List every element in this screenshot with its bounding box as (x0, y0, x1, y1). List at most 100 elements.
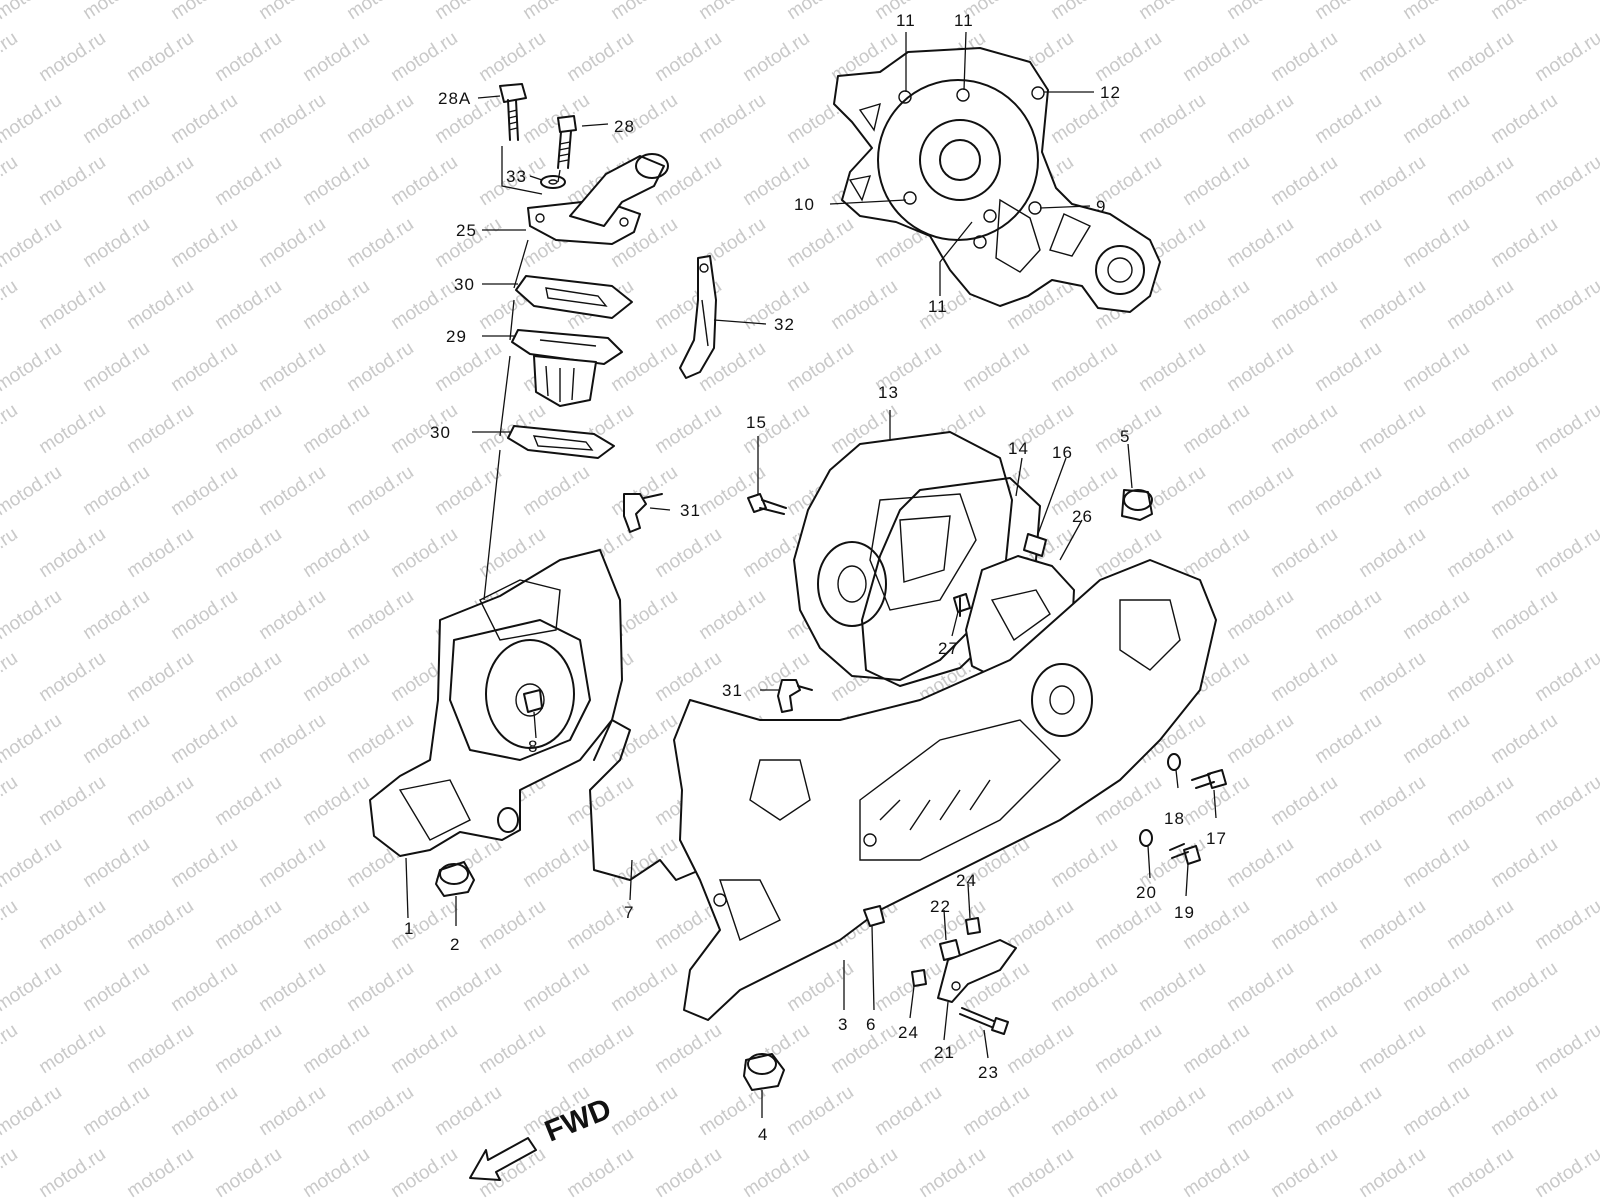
watermark-text: motod.ru (827, 276, 901, 334)
dowel-16 (1023, 533, 1047, 557)
watermark-text: motod.ru (1399, 90, 1473, 148)
watermark-text: motod.ru (1135, 338, 1209, 396)
watermark-text: motod.ru (35, 152, 109, 210)
watermark-text: motod.ru (299, 28, 373, 86)
screw-27 (953, 593, 971, 617)
watermark-text: motod.ru (519, 958, 593, 1016)
watermark-text: motod.ru (1487, 214, 1561, 272)
watermark-text: motod.ru (739, 28, 813, 86)
watermark-text: motod.ru (1487, 90, 1561, 148)
bolt-23 (959, 1007, 1009, 1035)
watermark-text: motod.ru (1223, 1082, 1297, 1140)
watermark-text: motod.ru (35, 400, 109, 458)
watermark-text: motod.ru (211, 524, 285, 582)
watermark-text: motod.ru (1311, 0, 1385, 24)
watermark-text: motod.ru (0, 338, 66, 396)
watermark-text: motod.ru (35, 524, 109, 582)
watermark-text: motod.ru (79, 0, 153, 24)
watermark-text: motod.ru (475, 1020, 549, 1078)
watermark-text: motod.ru (167, 834, 241, 892)
watermark-text: motod.ru (299, 772, 373, 830)
watermark-text: motod.ru (0, 28, 22, 86)
callout-30-lower: 30 (430, 423, 451, 442)
watermark-text: motod.ru (783, 1082, 857, 1140)
watermark-text: motod.ru (1047, 1082, 1121, 1140)
watermark-text: motod.ru (79, 834, 153, 892)
watermark-text: motod.ru (1443, 28, 1517, 86)
bushing-5 (1121, 489, 1153, 521)
callout-5: 5 (1120, 427, 1130, 446)
watermark-text: motod.ru (1311, 958, 1385, 1016)
watermark-text: motod.ru (123, 1020, 197, 1078)
watermark-text: motod.ru (827, 1144, 901, 1200)
watermark-text: motod.ru (343, 586, 417, 644)
watermark-text: motod.ru (959, 338, 1033, 396)
callout-4: 4 (758, 1125, 768, 1144)
watermark-text: motod.ru (1267, 1144, 1341, 1200)
callout-11-center: 11 (954, 11, 974, 30)
watermark-text: motod.ru (299, 648, 373, 706)
watermark-text: motod.ru (607, 462, 681, 520)
watermark-text: motod.ru (607, 0, 681, 24)
watermark-text: motod.ru (1399, 462, 1473, 520)
callout-17: 17 (1206, 829, 1227, 848)
watermark-text: motod.ru (1399, 214, 1473, 272)
watermark-text: motod.ru (1487, 1082, 1561, 1140)
watermark-text: motod.ru (695, 0, 769, 24)
watermark-text: motod.ru (255, 958, 329, 1016)
watermark-text: motod.ru (871, 958, 945, 1016)
watermark-text: motod.ru (387, 1144, 461, 1200)
watermark-text: motod.ru (123, 524, 197, 582)
watermark-text: motod.ru (0, 586, 66, 644)
callout-10: 10 (794, 195, 815, 214)
watermark-text: motod.ru (1531, 524, 1600, 582)
watermark-text: motod.ru (343, 462, 417, 520)
watermark-text: motod.ru (79, 710, 153, 768)
watermark-text: motod.ru (1135, 1082, 1209, 1140)
callout-18: 18 (1164, 809, 1185, 828)
bolt-28 (557, 115, 577, 169)
watermark-text: motod.ru (475, 896, 549, 954)
callout-20: 20 (1136, 883, 1157, 902)
watermark-text: motod.ru (651, 648, 725, 706)
watermark-text: motod.ru (167, 958, 241, 1016)
watermark-text: motod.ru (1311, 1082, 1385, 1140)
watermark-text: motod.ru (35, 772, 109, 830)
watermark-text: motod.ru (1223, 90, 1297, 148)
watermark-text: motod.ru (739, 1144, 813, 1200)
watermark-text: motod.ru (343, 0, 417, 24)
watermark-text: motod.ru (1443, 772, 1517, 830)
watermark-text: motod.ru (1223, 462, 1297, 520)
watermark-text: motod.ru (1091, 1020, 1165, 1078)
gasket-30-upper (515, 275, 633, 319)
watermark-text: motod.ru (211, 400, 285, 458)
watermark-text: motod.ru (1311, 90, 1385, 148)
watermark-text: motod.ru (1267, 896, 1341, 954)
watermark-text: motod.ru (695, 90, 769, 148)
watermark-text: motod.ru (167, 90, 241, 148)
watermark-text: motod.ru (343, 90, 417, 148)
watermark-text: motod.ru (1311, 462, 1385, 520)
reed-valve-29 (511, 329, 623, 407)
watermark-text: motod.ru (1531, 1020, 1600, 1078)
bushing-2 (435, 861, 475, 897)
callout-11-left: 11 (896, 11, 916, 30)
watermark-text: motod.ru (167, 586, 241, 644)
watermark-text: motod.ru (299, 1020, 373, 1078)
callout-11-lower: 11 (928, 297, 948, 316)
watermark-text: motod.ru (1399, 834, 1473, 892)
watermark-text: motod.ru (783, 958, 857, 1016)
watermark-text: motod.ru (1179, 400, 1253, 458)
watermark-text: motod.ru (1003, 1020, 1077, 1078)
watermark-text: motod.ru (123, 28, 197, 86)
watermark-text: motod.ru (607, 710, 681, 768)
watermark-text: motod.ru (519, 0, 593, 24)
forward-arrow-icon (469, 1137, 537, 1181)
watermark-text: motod.ru (299, 276, 373, 334)
watermark-text: motod.ru (1223, 710, 1297, 768)
watermark-text: motod.ru (1267, 648, 1341, 706)
watermark-text: motod.ru (1355, 1144, 1429, 1200)
watermark-text: motod.ru (1355, 28, 1429, 86)
watermark-text: motod.ru (1267, 772, 1341, 830)
watermark-text: motod.ru (1355, 276, 1429, 334)
